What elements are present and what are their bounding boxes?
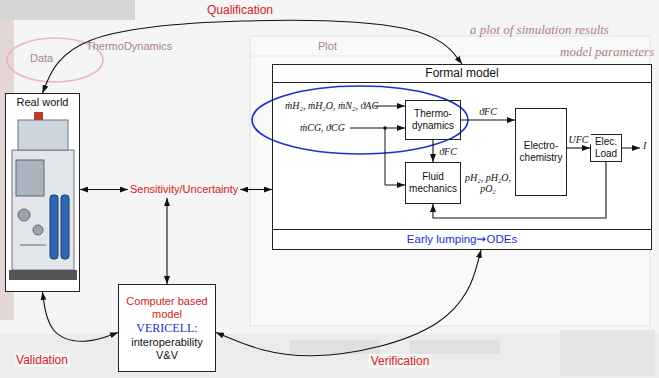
fuel-cell-system-illustration (50, 195, 58, 259)
process-box: Fluid mechanics (405, 162, 461, 204)
signal-name: I (643, 140, 646, 151)
analysis-text: Sensitivity/Uncertainty (130, 183, 238, 196)
box-fill (118, 284, 216, 372)
process-box: Thermo- dynamics (405, 100, 461, 140)
static-drawing (9, 86, 640, 280)
fuel-cell-system-illustration (9, 112, 77, 280)
block-name: Elec. Load (593, 136, 619, 160)
signal-name: ṁCG, ϑCG (300, 122, 345, 133)
fuel-cell-system-illustration (16, 160, 44, 196)
edge-label: ϑFC (477, 106, 499, 117)
faded-screenshot (410, 340, 500, 354)
block-name: Electro- chemistry (518, 140, 564, 164)
computer-model-box: Computer based modelVERICELL:interoperab… (118, 284, 216, 372)
edge-label: ϑFC (437, 146, 459, 157)
connector (80, 189, 128, 190)
fuel-cell-system-illustration (9, 270, 77, 280)
box-fill (405, 100, 461, 140)
connector (432, 140, 433, 162)
fuel-cell-system-illustration (34, 112, 43, 120)
edge-label: Qualification (205, 3, 275, 17)
analysis-label: Sensitivity/Uncertainty (130, 183, 238, 196)
faded-screenshot (560, 330, 655, 376)
connector (461, 119, 515, 120)
watermark: Data (30, 52, 53, 64)
input-arrow (350, 128, 405, 129)
box-fills (5, 64, 652, 372)
box-fill (515, 108, 567, 196)
input-branch (385, 128, 405, 185)
watermark: Plot (318, 40, 337, 52)
connector (240, 189, 272, 190)
watermark: a plot of simulation results (470, 22, 609, 38)
formal-model-box: Formal modelEarly lumping⇝ODEs Thermo- dy… (272, 64, 652, 250)
edge-label: pH₂, pH₂O, pO₂ (461, 172, 515, 194)
edge-label: Verification (369, 354, 432, 368)
box-fill (590, 134, 622, 162)
connector (43, 292, 119, 341)
process-box: Elec. Load (590, 134, 622, 162)
method-note: Early lumping⇝ODEs (273, 229, 651, 249)
junction-dot (383, 126, 387, 130)
fuel-cell-system-illustration (61, 195, 69, 259)
output-arrow (622, 148, 640, 149)
box-fill (5, 93, 80, 292)
box-fill (405, 162, 461, 204)
fuel-cell-system-illustration (33, 225, 43, 235)
block-name: Fluid mechanics (408, 171, 458, 195)
edge-label: Validation (14, 353, 70, 367)
signal-name: ṁH₂, ṁH₂O, ṁN₂, ϑAG (285, 100, 379, 111)
real-world-box: Real world (5, 93, 80, 292)
fuel-cell-system-illustration (20, 245, 46, 246)
process-box: Electro- chemistry (515, 108, 567, 196)
focus-ellipse (252, 86, 468, 154)
fuel-cell-system-illustration (18, 209, 30, 221)
connectors (43, 20, 607, 355)
block-name: Thermo- dynamics (408, 108, 458, 132)
watermark: ThermoDynamics (86, 40, 172, 52)
tool-name: VERICELL: (136, 321, 197, 336)
connector (567, 147, 590, 148)
box-title: Real world (6, 94, 79, 108)
tool-purpose: interoperability V&V (121, 336, 213, 362)
fuel-cell-system-illustration (12, 150, 74, 270)
connector (216, 250, 481, 356)
box-fill (272, 64, 652, 250)
box-title: Computer based model (121, 295, 213, 321)
fuel-cell-system-illustration (18, 120, 68, 150)
box-title: Formal model (273, 65, 651, 83)
faded-screenshot (0, 0, 135, 20)
watermark: model parameters (560, 44, 654, 60)
faded-screenshot (290, 340, 380, 354)
box-fill (130, 183, 238, 196)
connector (433, 162, 606, 218)
connector (166, 198, 167, 284)
edge-label: UFC (567, 134, 591, 145)
